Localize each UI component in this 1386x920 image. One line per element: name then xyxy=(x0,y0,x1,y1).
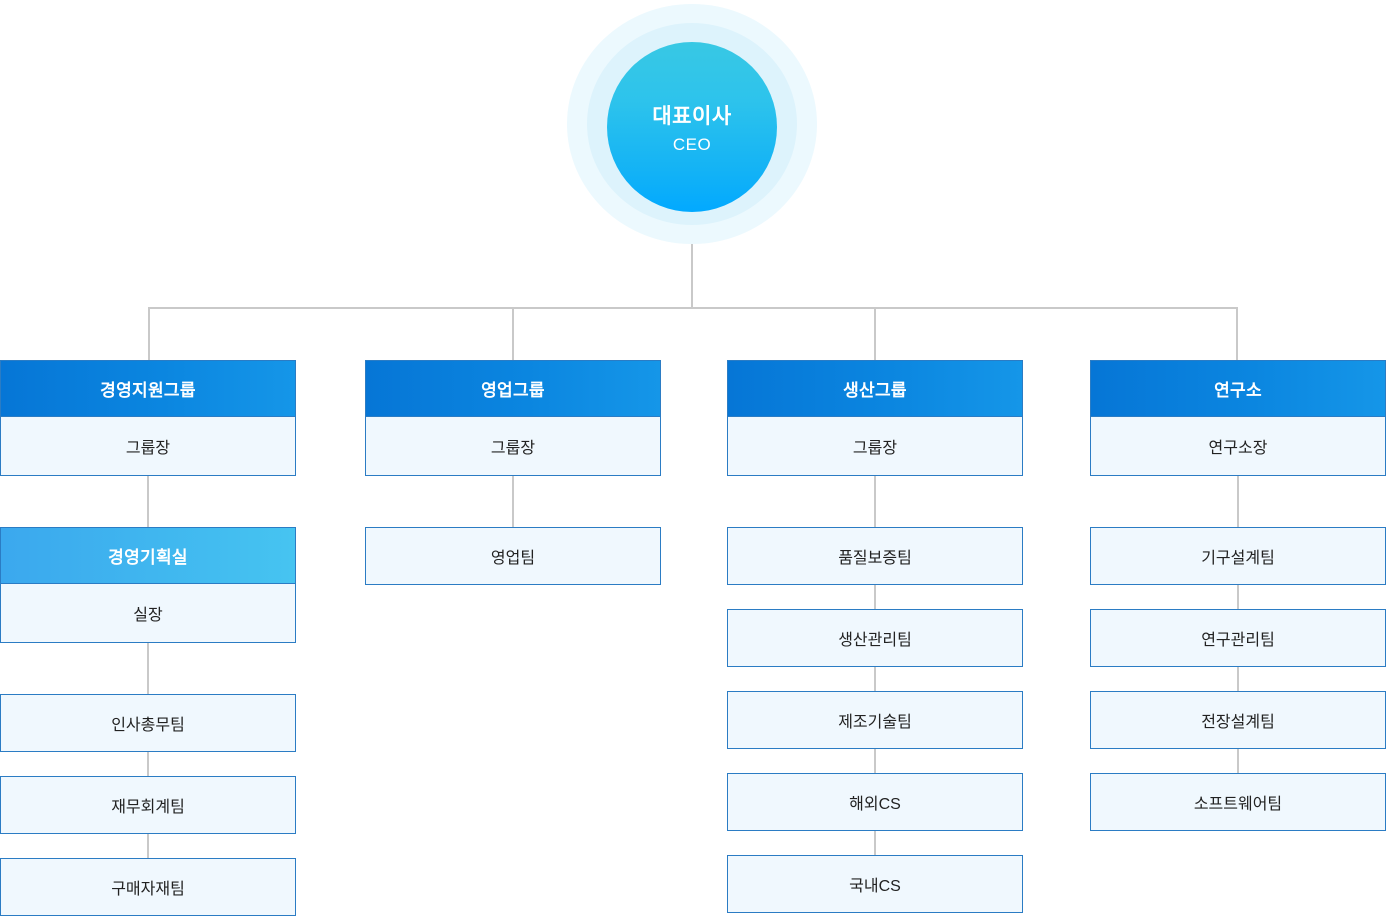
team-node[interactable]: 연구관리팀 xyxy=(1090,609,1386,667)
team-label: 국내CS xyxy=(849,878,901,895)
team-label: 생산관리팀 xyxy=(838,632,912,649)
connector-stub xyxy=(147,752,149,776)
subgroup-node-management-planning[interactable]: 경영기획실 실장 xyxy=(0,527,296,643)
group-header-title: 연구소 xyxy=(1091,361,1385,417)
team-label: 연구관리팀 xyxy=(1201,632,1275,649)
team-label: 영업팀 xyxy=(490,550,536,567)
connector-stub xyxy=(1237,749,1239,773)
team-node[interactable]: 제조기술팀 xyxy=(727,691,1023,749)
team-node[interactable]: 생산관리팀 xyxy=(727,609,1023,667)
subgroup-header-title: 경영기획실 xyxy=(1,528,295,584)
connector-horizontal-bus xyxy=(148,307,1238,309)
team-node[interactable]: 국내CS xyxy=(727,855,1023,913)
connector-stub xyxy=(147,834,149,858)
connector-stub xyxy=(874,585,876,609)
connector-stub xyxy=(1237,585,1239,609)
team-label: 해외CS xyxy=(849,796,901,813)
team-label: 제조기술팀 xyxy=(838,714,912,731)
connector-drop-col2 xyxy=(512,307,514,360)
team-node[interactable]: 소프트웨어팀 xyxy=(1090,773,1386,831)
team-label: 구매자재팀 xyxy=(111,881,185,898)
connector-stub xyxy=(147,643,149,694)
team-label: 소프트웨어팀 xyxy=(1193,796,1283,813)
team-label: 인사총무팀 xyxy=(111,717,185,734)
team-node[interactable]: 전장설계팀 xyxy=(1090,691,1386,749)
ceo-title: 대표이사 xyxy=(652,104,732,128)
group-header-title: 생산그룹 xyxy=(728,361,1022,417)
connector-ceo-down xyxy=(691,244,693,308)
team-label: 품질보증팀 xyxy=(838,550,912,567)
team-node[interactable]: 인사총무팀 xyxy=(0,694,296,752)
team-label: 전장설계팀 xyxy=(1201,714,1275,731)
connector-drop-col1 xyxy=(148,307,150,360)
ceo-subtitle: CEO xyxy=(672,134,712,154)
team-node[interactable]: 재무회계팀 xyxy=(0,776,296,834)
team-node[interactable]: 품질보증팀 xyxy=(727,527,1023,585)
connector-stub xyxy=(874,476,876,527)
group-node-management-support[interactable]: 경영지원그룹 그룹장 xyxy=(0,360,296,476)
group-node-sales[interactable]: 영업그룹 그룹장 xyxy=(365,360,661,476)
group-header-role: 연구소장 xyxy=(1091,417,1385,475)
group-header-role: 그룹장 xyxy=(366,417,660,475)
connector-stub xyxy=(874,667,876,691)
connector-stub xyxy=(1237,667,1239,691)
org-column-sales: 영업그룹 그룹장 영업팀 xyxy=(365,360,661,585)
connector-stub xyxy=(512,476,514,527)
connector-stub xyxy=(1237,476,1239,527)
group-node-research-institute[interactable]: 연구소 연구소장 xyxy=(1090,360,1386,476)
group-header-title: 영업그룹 xyxy=(366,361,660,417)
group-header-title: 경영지원그룹 xyxy=(1,361,295,417)
team-label: 기구설계팀 xyxy=(1201,550,1275,567)
ceo-node[interactable]: 대표이사 CEO xyxy=(567,4,817,244)
team-node[interactable]: 기구설계팀 xyxy=(1090,527,1386,585)
connector-drop-col3 xyxy=(874,307,876,360)
subgroup-header-role: 실장 xyxy=(1,584,295,642)
connector-stub xyxy=(147,476,149,527)
org-column-research-institute: 연구소 연구소장 기구설계팀 연구관리팀 전장설계팀 소프트웨어팀 xyxy=(1090,360,1386,831)
team-node[interactable]: 구매자재팀 xyxy=(0,858,296,916)
connector-drop-col4 xyxy=(1236,307,1238,360)
org-column-management-support: 경영지원그룹 그룹장 경영기획실 실장 인사총무팀 재무회계팀 구매자재팀 xyxy=(0,360,296,916)
ceo-circle: 대표이사 CEO xyxy=(607,42,777,212)
connector-stub xyxy=(874,749,876,773)
team-node[interactable]: 해외CS xyxy=(727,773,1023,831)
team-node[interactable]: 영업팀 xyxy=(365,527,661,585)
group-node-production[interactable]: 생산그룹 그룹장 xyxy=(727,360,1023,476)
team-label: 재무회계팀 xyxy=(111,799,185,816)
org-column-production: 생산그룹 그룹장 품질보증팀 생산관리팀 제조기술팀 해외CS 국내CS xyxy=(727,360,1023,913)
connector-stub xyxy=(874,831,876,855)
group-header-role: 그룹장 xyxy=(1,417,295,475)
group-header-role: 그룹장 xyxy=(728,417,1022,475)
